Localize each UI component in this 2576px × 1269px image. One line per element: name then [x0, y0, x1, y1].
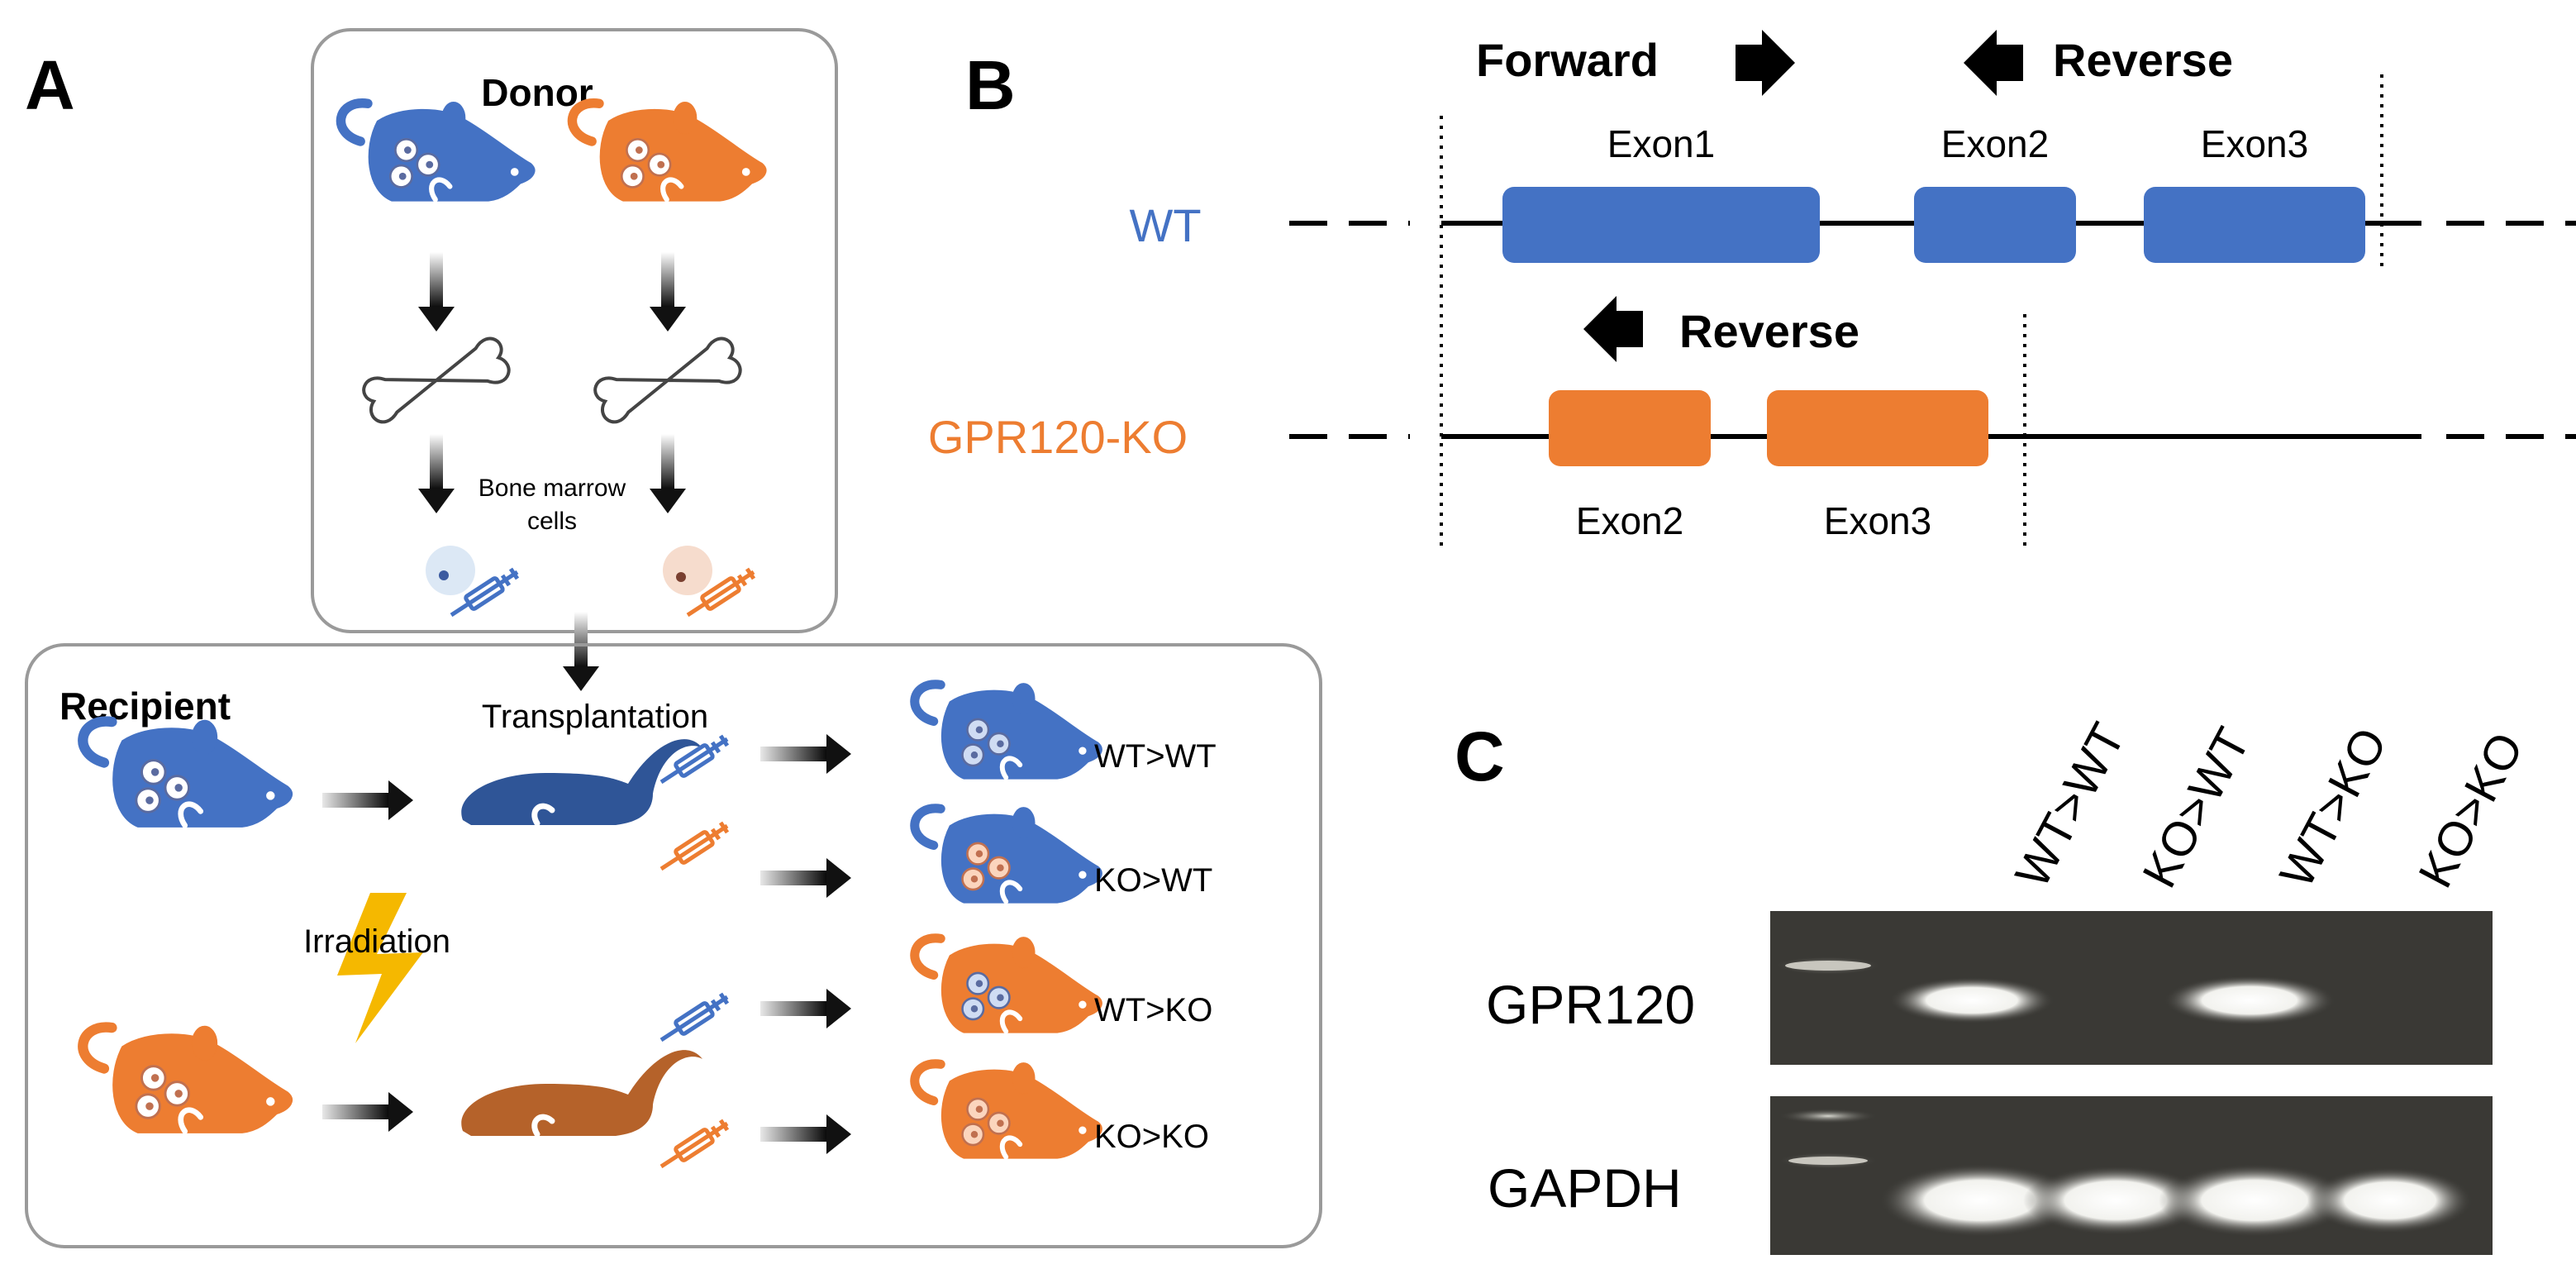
arrow-icon — [760, 1114, 851, 1154]
ko-exon3-label: Exon3 — [1824, 499, 1931, 542]
ladder-band — [1778, 1109, 1878, 1123]
panel-c: C WT>WT KO>WT WT>KO KO>KO GPR120 GAPDH — [1455, 714, 2534, 1255]
wt-exon1 — [1502, 187, 1820, 263]
ladder-band — [1785, 961, 1871, 971]
lane-label: WT>WT — [2005, 714, 2136, 896]
mouse-icon — [461, 739, 702, 827]
lane-label: WT>KO — [2269, 719, 2397, 896]
syringe-icon — [661, 994, 727, 1040]
band — [2164, 976, 2336, 1025]
arrow-icon — [418, 434, 455, 513]
arrow-icon — [760, 734, 851, 774]
mouse-icon — [461, 1050, 702, 1138]
gel-gpr120 — [1770, 911, 2493, 1065]
mouse-icon — [572, 102, 766, 201]
lane-label: KO>WT — [2132, 719, 2260, 896]
arrow-icon — [760, 858, 851, 898]
wt-exon2 — [1914, 187, 2076, 263]
wt-exon1-label: Exon1 — [1607, 122, 1715, 165]
arrow-icon — [322, 780, 413, 820]
band — [2159, 1164, 2350, 1237]
mouse-icon — [340, 102, 535, 201]
transplantation-label: Transplantation — [482, 699, 708, 735]
arrow-icon — [322, 1092, 413, 1132]
reverse-ko-label: Reverse — [1679, 305, 1859, 357]
wt-label: WT — [1129, 199, 1201, 251]
reverse-arrow-icon — [1583, 296, 1643, 362]
group-label: KO>KO — [1094, 1119, 1209, 1155]
forward-label: Forward — [1476, 34, 1659, 86]
ko-exon3 — [1767, 390, 1988, 466]
mouse-icon — [915, 937, 1102, 1033]
bone-icon — [590, 332, 745, 429]
mouse-icon — [915, 684, 1102, 780]
mouse-icon — [915, 808, 1102, 904]
wt-exon3 — [2144, 187, 2365, 263]
mouse-icon — [83, 720, 292, 827]
ko-exon2-label: Exon2 — [1576, 499, 1683, 542]
band — [1879, 1164, 2081, 1237]
ko-exon2 — [1549, 390, 1711, 466]
panel-a: A Donor Bone marrow cells — [25, 28, 1322, 1248]
panel-letter-b: B — [965, 46, 1016, 124]
band — [1889, 977, 2055, 1023]
ladder-band — [1788, 1157, 1868, 1165]
lane-label: KO>KO — [2408, 724, 2534, 896]
row-label-gpr120: GPR120 — [1486, 974, 1695, 1035]
bone-marrow-label-line1: Bone marrow — [479, 475, 626, 502]
syringe-icon — [661, 823, 727, 869]
group-label: KO>WT — [1094, 862, 1212, 899]
arrow-icon — [760, 989, 851, 1028]
band — [2023, 1166, 2208, 1235]
forward-arrow-icon — [1736, 30, 1795, 96]
group-label: WT>KO — [1094, 992, 1212, 1028]
cell-icon — [426, 546, 475, 595]
reverse-label: Reverse — [2053, 34, 2233, 86]
bone-marrow-label-line2: cells — [527, 508, 577, 535]
panel-letter-a: A — [25, 46, 75, 124]
arrow-icon — [418, 252, 455, 332]
bone-icon — [359, 332, 514, 429]
ko-label: GPR120-KO — [928, 411, 1188, 463]
mouse-icon — [915, 1063, 1102, 1159]
band — [2307, 1167, 2473, 1233]
lightning-icon — [337, 893, 423, 1043]
panel-letter-c: C — [1455, 718, 1505, 795]
syringe-icon — [661, 1120, 727, 1166]
arrow-icon — [650, 434, 686, 513]
wt-exon2-label: Exon2 — [1941, 122, 2049, 165]
panel-b: B Forward Reverse WT Exon1 Exon2 Exon3 R… — [928, 30, 2576, 546]
wt-exon3-label: Exon3 — [2201, 122, 2308, 165]
mouse-icon — [83, 1026, 292, 1133]
cell-icon — [663, 546, 712, 595]
recipient-box — [25, 643, 1322, 1248]
irradiation-label: Irradiation — [303, 923, 450, 960]
reverse-arrow-icon — [1964, 30, 2023, 96]
group-label: WT>WT — [1094, 738, 1217, 775]
arrow-icon — [650, 252, 686, 332]
arrow-icon — [563, 612, 599, 691]
row-label-gapdh: GAPDH — [1488, 1157, 1682, 1219]
